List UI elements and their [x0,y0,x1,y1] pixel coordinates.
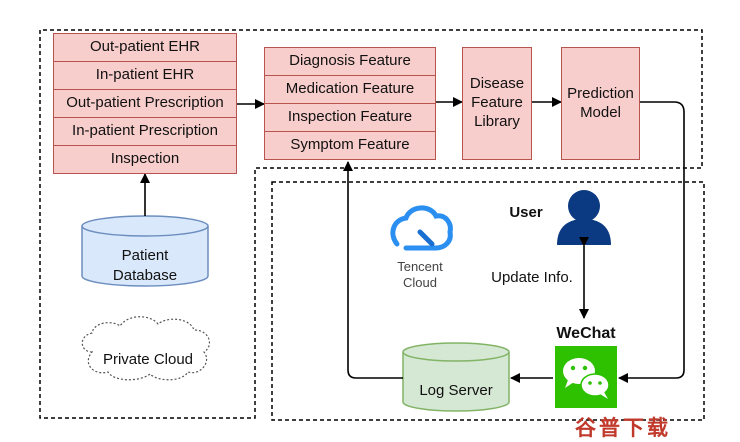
private-cloud-shape [81,316,211,381]
feature-diagnosis: Diagnosis Feature [264,47,436,76]
prediction-model-box: Prediction Model [561,47,640,160]
tencent-cloud-label: Tencent Cloud [380,259,460,291]
arrow-logserver-to-features [343,161,403,379]
ehr-outpatient-ehr: Out-patient EHR [53,33,237,62]
download-watermark: 谷普下载 [575,416,671,438]
wechat-label: WeChat [556,325,616,342]
tencent-line1: Tencent [397,259,443,274]
feature-medication: Medication Feature [264,75,436,104]
tencent-cloud-icon [390,205,453,251]
disease-feature-library-box: Disease Feature Library [462,47,532,160]
patient-database-label: Patient Database [82,246,208,286]
wechat-logo-icon [555,346,617,408]
user-person-icon [557,190,611,245]
prediction-model-line2: Model [580,103,621,121]
log-server-label: Log Server [419,382,493,399]
update-info-label: Update Info. [491,269,573,286]
patient-database-cylinder [81,215,209,287]
private-cloud-label: Private Cloud [102,351,194,368]
arrow-model-to-wechat [618,101,685,383]
ehr-inpatient-ehr: In-patient EHR [53,61,237,90]
tencent-cloud-container [271,181,705,421]
patient-db-line2: Database [112,267,178,284]
feature-inspection: Inspection Feature [264,103,436,132]
prediction-model-line1: Prediction [567,84,634,102]
disease-library-line3: Library [474,112,520,130]
log-server-cylinder [402,342,510,412]
ehr-outpatient-prescription: Out-patient Prescription [53,89,237,118]
ehr-inspection: Inspection [53,145,237,174]
disease-library-line2: Feature [471,94,523,112]
ehr-inpatient-prescription: In-patient Prescription [53,117,237,146]
user-label: User [509,204,543,221]
patient-db-line1: Patient [121,247,169,264]
private-cloud-container [39,29,703,419]
disease-library-line1: Disease [469,75,525,93]
tencent-line2: Cloud [403,275,437,290]
feature-symptom: Symptom Feature [264,131,436,160]
